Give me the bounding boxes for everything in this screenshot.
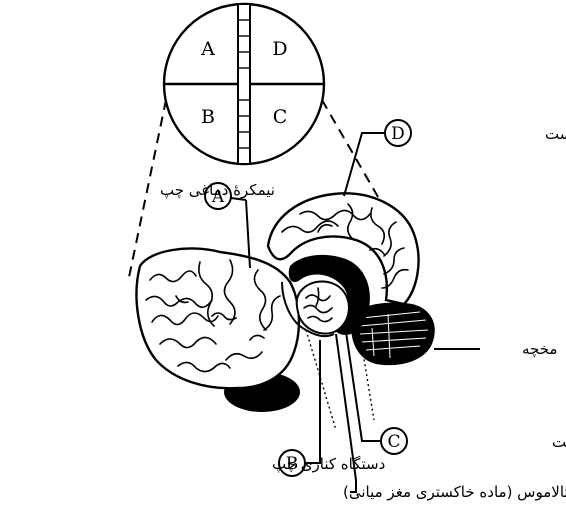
right-hemisphere-label: نیمکرهٔ دماغی راست [545, 125, 566, 143]
left-hemisphere-outline [137, 248, 299, 388]
schematic-vertical-divider [238, 4, 250, 164]
callout-b-leader [305, 340, 320, 463]
quadrant-d-label: D [272, 38, 287, 60]
cerebellum-label: مخچه [522, 340, 557, 358]
thalamus-label: تالاموس (ماده خاکستری مغز میانی) [343, 483, 566, 501]
callout-c-letter: C [387, 432, 400, 452]
quadrant-a-label: A [200, 38, 215, 60]
callout-d-letter: D [391, 124, 405, 144]
left-hemisphere [137, 248, 300, 412]
left-hemisphere-label: نیمکرهٔ دماغی چپ [160, 181, 275, 200]
callout-d: D [344, 120, 411, 196]
callout-d-leader [344, 133, 385, 196]
quadrant-b-label: B [201, 106, 215, 128]
right-limbic-label: دستگاه کناری راست [552, 433, 566, 451]
left-limbic-label: دستگاه کناری چپ [272, 455, 385, 474]
quadrant-schematic: A D B C [164, 4, 324, 164]
quadrant-c-label: C [273, 106, 288, 128]
